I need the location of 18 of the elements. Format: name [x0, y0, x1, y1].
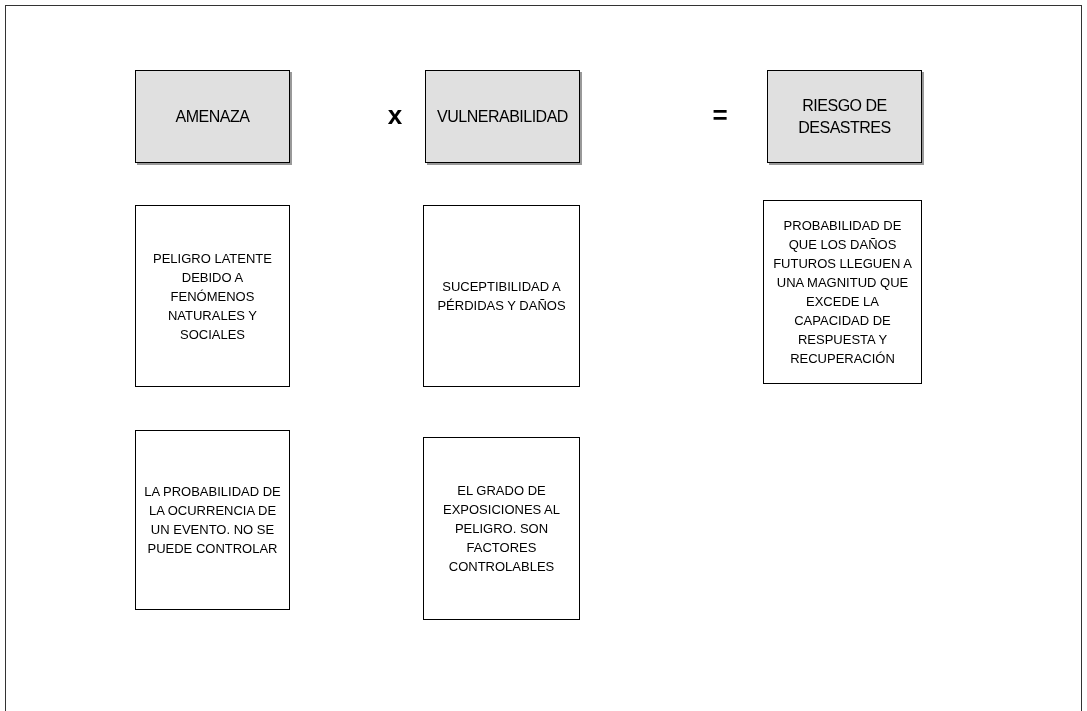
description-text: LA PROBABILIDAD DE LA OCURRENCIA DE UN EVENTO. NO SE PUEDE CONTROLAR	[144, 483, 281, 558]
heading-box	[767, 70, 922, 163]
heading-text: VULNERABILIDAD	[437, 106, 568, 127]
description-text: PROBABILIDAD DE QUE LOS DAÑOS FUTUROS LLEGUEN A UNA MAGNITUD QUE EXCEDE LA CAPACIDAD DE RESPUESTA Y RECUPERACIÓN	[772, 217, 913, 368]
operator-symbol: x	[386, 99, 404, 132]
description-box	[135, 205, 290, 387]
description-box	[423, 437, 580, 620]
description-text: SUCEPTIBILIDAD A PÉRDIDAS Y DAÑOS	[436, 278, 567, 315]
heading-box	[135, 70, 290, 163]
heading-text: AMENAZA	[175, 106, 250, 127]
description-box	[423, 205, 580, 387]
description-box	[135, 430, 290, 610]
description-text: PELIGRO LATENTE DEBIDO A FENÓMENOS NATURALES Y SOCIALES	[152, 249, 273, 344]
heading-text: RIESGO DE DESASTRES	[797, 95, 892, 138]
description-box	[763, 200, 922, 384]
operator-symbol: =	[711, 99, 729, 132]
heading-box	[425, 70, 580, 163]
description-text: EL GRADO DE EXPOSICIONES AL PELIGRO. SON FACTORES CONTROLABLES	[441, 482, 561, 576]
